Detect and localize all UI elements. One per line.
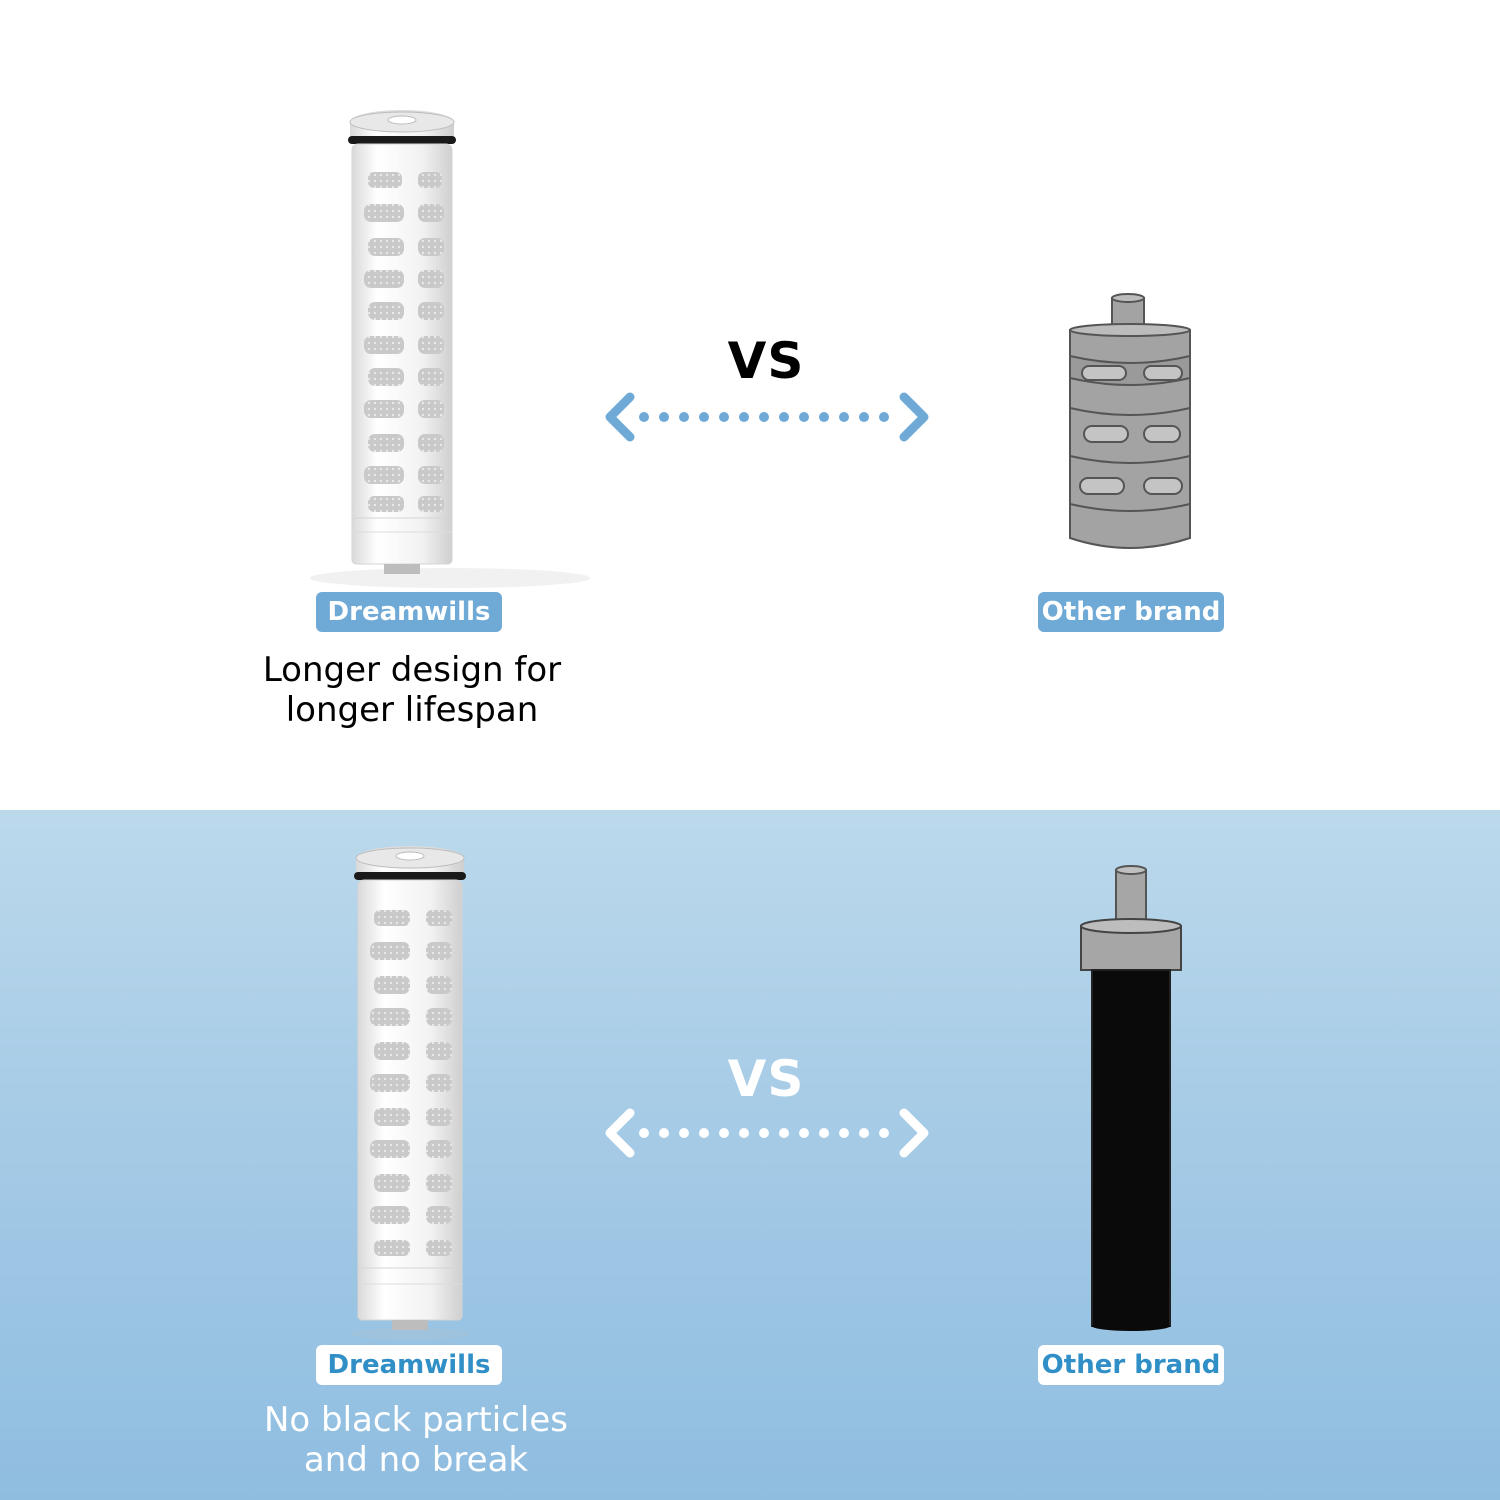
caption-bottom-line2: and no break: [303, 1440, 529, 1480]
dreamwills-filter-icon: [310, 110, 590, 588]
caption-bottom: No black particles and no break: [206, 1400, 626, 1480]
caption-top-line1: Longer design for: [262, 650, 562, 690]
dreamwills-badge-top: Dreamwills: [316, 592, 502, 632]
other-brand-badge-bottom: Other brand: [1038, 1345, 1224, 1385]
bottom-comparison-panel: [0, 810, 1500, 1500]
double-arrow-icon: [605, 1108, 929, 1158]
top-comparison-panel: [0, 0, 1500, 810]
vs-label-bottom: VS: [727, 1050, 805, 1108]
double-arrow-icon: [605, 392, 929, 442]
dreamwills-badge-bottom: Dreamwills: [316, 1345, 502, 1385]
caption-top-line2: longer lifespan: [285, 690, 539, 730]
gray-short-filter-icon: [1069, 293, 1191, 549]
caption-top: Longer design for longer lifespan: [202, 650, 622, 730]
caption-bottom-line1: No black particles: [263, 1400, 569, 1440]
dreamwills-filter-icon: [350, 846, 470, 1340]
vs-label-top: VS: [727, 332, 805, 390]
black-tall-filter-icon: [1080, 865, 1182, 1331]
other-brand-badge-top: Other brand: [1038, 592, 1224, 632]
